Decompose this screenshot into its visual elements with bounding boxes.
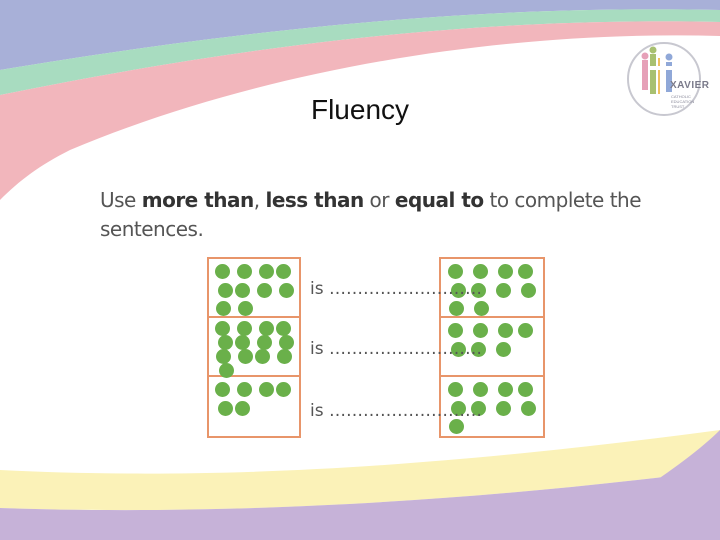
counter-dot — [496, 282, 511, 298]
bottom-band-purple — [0, 470, 720, 540]
page-title: Fluency — [310, 94, 410, 125]
top-band-blue — [0, 0, 720, 70]
counter-dot — [521, 400, 536, 416]
counter-dot — [217, 334, 233, 350]
counter-dot — [256, 282, 272, 298]
counter-dot — [448, 381, 463, 397]
left-cell-1 — [209, 259, 299, 318]
counter-dot — [275, 263, 291, 279]
statement-3: is ……………………… — [310, 401, 482, 421]
left-cell-3 — [209, 377, 299, 436]
top-band-green — [0, 9, 720, 96]
xavier-logo-icon — [627, 42, 701, 116]
counter-dot — [278, 282, 294, 298]
counter-dot — [451, 400, 466, 416]
counter-dot — [214, 263, 230, 279]
bottom-band-yellow — [0, 430, 720, 511]
counter-dot — [214, 320, 230, 336]
counter-dot — [451, 341, 466, 357]
counter-dot — [236, 381, 252, 397]
statement-2: is ……………………… — [310, 339, 482, 359]
counter-dot — [258, 320, 274, 336]
logo-sub-3: TRUST — [671, 104, 685, 109]
counter-dot — [498, 322, 513, 338]
counter-dot — [234, 334, 250, 350]
counter-dot — [496, 400, 511, 416]
right-cell-2 — [441, 318, 543, 377]
right-cell-3 — [441, 377, 543, 436]
counter-dot — [237, 348, 253, 364]
counter-dot — [215, 348, 231, 364]
left-cell-2 — [209, 318, 299, 378]
counter-dot — [518, 381, 533, 397]
counter-dot — [217, 282, 233, 298]
counter-dot — [449, 419, 464, 435]
logo-name: XAVIER — [670, 80, 710, 91]
counter-dot — [521, 282, 536, 298]
instruction-text: Use more than, less than or equal to to … — [100, 188, 642, 241]
counter-dot — [254, 348, 270, 364]
counter-dot — [275, 381, 291, 397]
counter-dot — [474, 301, 489, 317]
counter-dot — [256, 334, 272, 350]
counter-dot — [471, 400, 486, 416]
counter-dot — [218, 362, 234, 378]
right-counter-grid — [439, 257, 545, 438]
counter-dot — [214, 381, 230, 397]
counter-dot — [217, 400, 233, 416]
counter-dot — [275, 320, 291, 336]
counter-dot — [278, 334, 294, 350]
counter-dot — [498, 263, 513, 279]
counter-dot — [451, 282, 466, 298]
logo-sub-2: EDUCATION — [671, 99, 695, 104]
logo-sub-1: CATHOLIC — [671, 94, 691, 99]
counter-dot — [236, 263, 252, 279]
counter-dot — [471, 282, 486, 298]
counter-dot — [276, 348, 292, 364]
counter-dot — [471, 341, 486, 357]
counter-dot — [258, 381, 274, 397]
counter-dot — [473, 322, 488, 338]
counter-dot — [234, 400, 250, 416]
counter-dot — [449, 301, 464, 317]
left-counter-grid — [207, 257, 301, 438]
top-band-pink — [0, 21, 720, 200]
counter-dot — [448, 322, 463, 338]
counter-dot — [496, 341, 511, 357]
counter-dot — [215, 301, 231, 317]
counter-dot — [473, 263, 488, 279]
counter-dot — [473, 381, 488, 397]
counter-dot — [236, 320, 252, 336]
counter-dot — [498, 381, 513, 397]
bottom-band-purple-right — [560, 430, 720, 540]
counter-dot — [237, 301, 253, 317]
right-cell-1 — [441, 259, 543, 318]
statement-1: is ……………………… — [310, 279, 482, 299]
counter-dot — [448, 263, 463, 279]
counter-dot — [518, 322, 533, 338]
counter-dot — [234, 282, 250, 298]
counter-dot — [518, 263, 533, 279]
counter-dot — [258, 263, 274, 279]
